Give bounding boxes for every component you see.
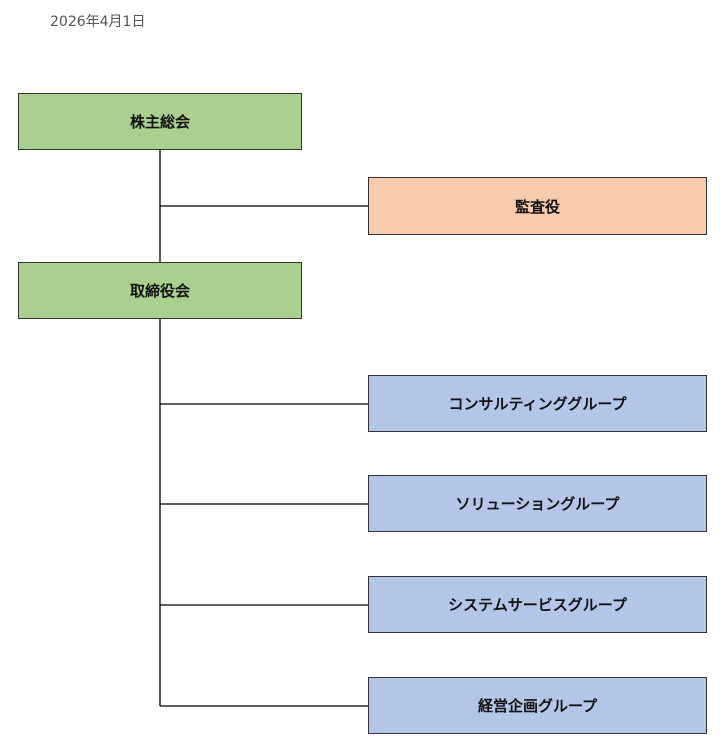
node-shareholders-meeting-label: 株主総会 — [129, 113, 190, 131]
document-date: 2026年4月1日 — [50, 14, 146, 30]
node-corporate-planning-group: 経営企画グループ — [368, 677, 707, 734]
node-auditor: 監査役 — [368, 177, 707, 235]
node-board-of-directors-label: 取締役会 — [129, 282, 190, 300]
node-shareholders-meeting: 株主総会 — [18, 93, 302, 150]
node-system-service-group: システムサービスグループ — [368, 576, 707, 633]
node-auditor-label: 監査役 — [514, 197, 560, 216]
node-solution-group: ソリューショングループ — [368, 475, 707, 532]
node-solution-group-label: ソリューショングループ — [455, 495, 620, 513]
node-consulting-group-label: コンサルティンググループ — [448, 395, 627, 413]
node-consulting-group: コンサルティンググループ — [368, 375, 707, 432]
node-system-service-group-label: システムサービスグループ — [448, 596, 627, 614]
node-board-of-directors: 取締役会 — [18, 262, 302, 319]
node-corporate-planning-group-label: 経営企画グループ — [477, 697, 598, 715]
